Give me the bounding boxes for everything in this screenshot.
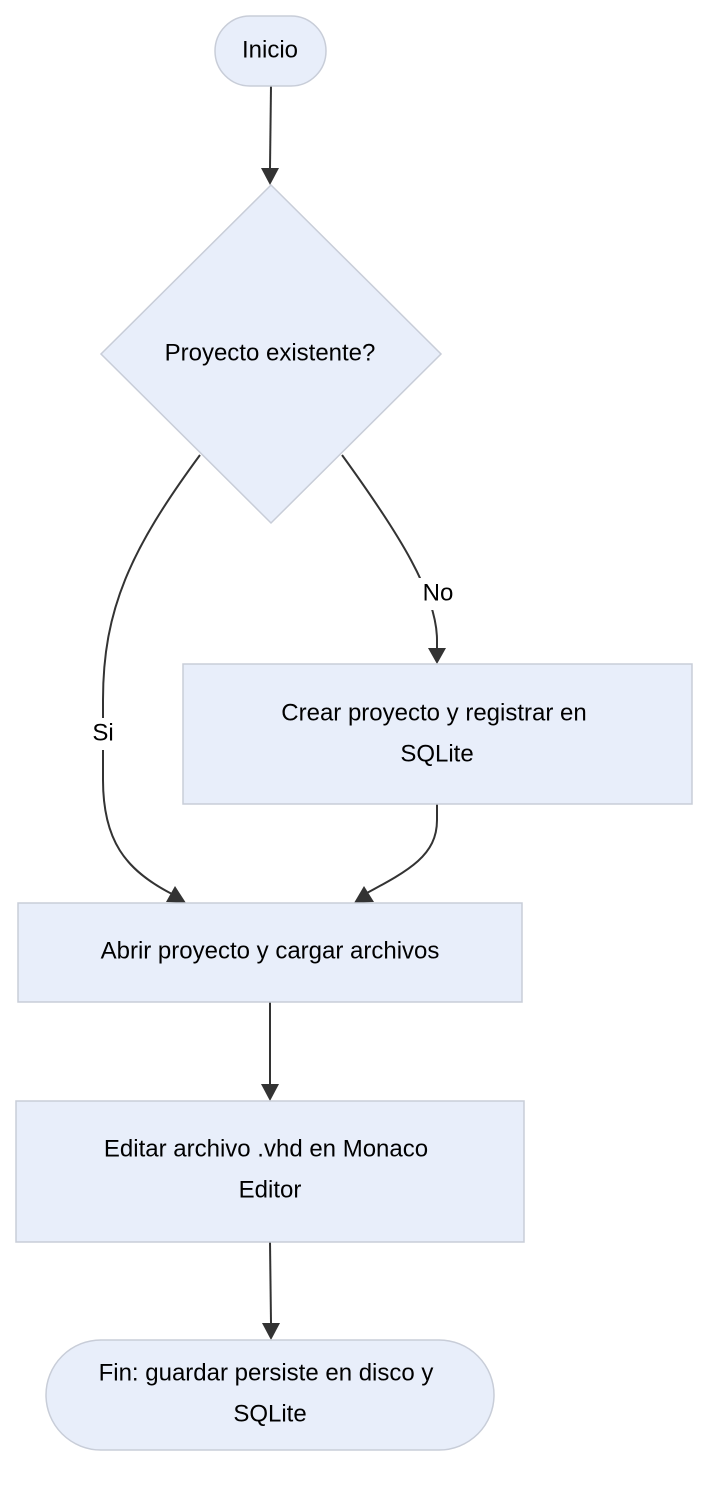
edge-labels: Si No bbox=[86, 578, 458, 750]
edge-label-no: No bbox=[423, 579, 454, 606]
end-node: Fin: guardar persiste en disco y SQLite bbox=[45, 1339, 495, 1451]
start-node: Inicio bbox=[214, 15, 327, 87]
open-project-node-shape bbox=[17, 902, 523, 1003]
end-node-label-line-1: Fin: guardar persiste en disco y bbox=[99, 1359, 434, 1386]
end-node-label-line-2: SQLite bbox=[233, 1400, 306, 1427]
arrowhead bbox=[262, 1323, 280, 1340]
edge-create-to-open bbox=[354, 804, 438, 903]
decision-node-label: Proyecto existente? bbox=[165, 339, 376, 366]
edge-start-to-decision bbox=[261, 85, 279, 185]
open-project-node-label: Abrir proyecto y cargar archivos bbox=[101, 937, 440, 964]
edit-file-node: Editar archivo .vhd en Monaco Editor bbox=[15, 1100, 525, 1243]
start-node-shape bbox=[214, 15, 327, 87]
arrowhead bbox=[261, 168, 279, 185]
edit-file-node-label-line-2: Editor bbox=[239, 1176, 302, 1203]
create-project-node-label-line-1: Crear proyecto y registrar en bbox=[281, 699, 586, 726]
open-project-node: Abrir proyecto y cargar archivos bbox=[17, 902, 523, 1003]
start-node-label: Inicio bbox=[242, 36, 298, 63]
decision-node-shape bbox=[99, 183, 443, 525]
edges bbox=[102, 85, 446, 1340]
edit-file-node-label-line-1: Editar archivo .vhd en Monaco bbox=[104, 1135, 428, 1162]
end-node-shape bbox=[45, 1339, 495, 1451]
edge-edit-to-end bbox=[262, 1241, 280, 1340]
edge-decision-to-create bbox=[341, 454, 446, 664]
arrowhead bbox=[354, 886, 374, 903]
arrowhead bbox=[261, 1084, 279, 1101]
edit-file-node-shape bbox=[15, 1100, 525, 1243]
arrowhead bbox=[166, 886, 186, 903]
edge-decision-to-open bbox=[102, 454, 201, 903]
nodes: Inicio Proyecto existente? Crear proyect… bbox=[15, 15, 693, 1451]
edge-open-to-edit bbox=[261, 1002, 279, 1101]
create-project-node-shape bbox=[182, 663, 693, 805]
arrowhead bbox=[428, 648, 446, 664]
create-project-node-label-line-2: SQLite bbox=[400, 740, 473, 767]
decision-node: Proyecto existente? bbox=[99, 183, 443, 525]
edge-label-si: Si bbox=[92, 719, 113, 746]
create-project-node: Crear proyecto y registrar en SQLite bbox=[182, 663, 693, 805]
